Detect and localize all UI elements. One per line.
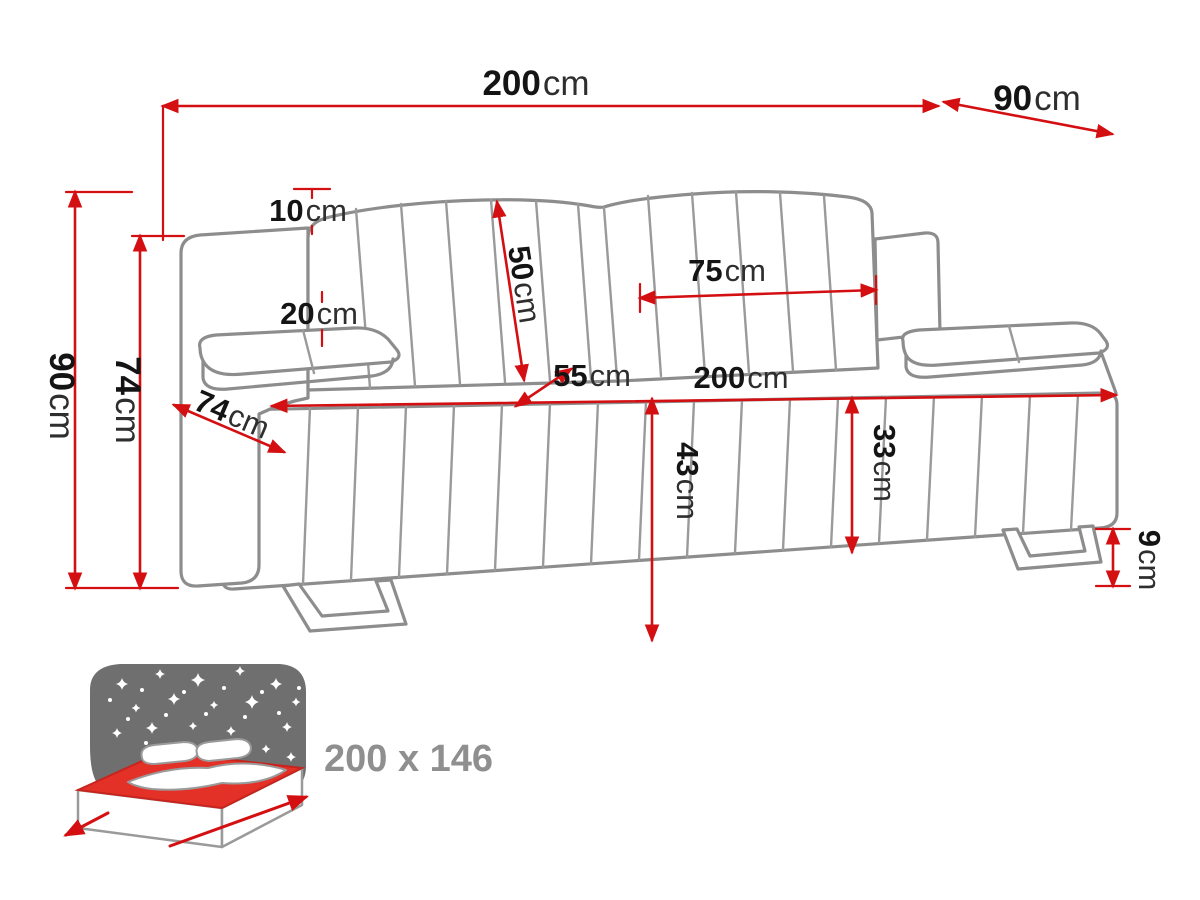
dim-arm-cushion-thickness: 20cm <box>280 290 358 348</box>
base-channel-lines <box>301 392 1080 586</box>
dim-overall-height: 90cm <box>42 189 180 591</box>
bed-icon <box>63 738 309 849</box>
bed-blanket <box>127 762 287 791</box>
dim-base-height: 43cm <box>644 396 705 643</box>
backrest-channel-lines <box>354 190 838 390</box>
sleeping-area-icon: 200 x 146 <box>63 664 493 849</box>
dim-leg-height-label: 9cm <box>1132 530 1167 591</box>
dim-top-width: 200cm <box>160 64 941 242</box>
dim-leg-height: 9cm <box>1094 526 1167 591</box>
bed-depth-arrow <box>63 811 110 837</box>
dim-back-cushion-width-label: 75cm <box>688 253 766 288</box>
bed-pillow-left <box>140 741 199 765</box>
sofa-drawing <box>179 190 1119 633</box>
dim-backrest-cushion-height: 50cm <box>492 199 548 383</box>
dim-seat-depth-label: 55cm <box>553 358 631 393</box>
right-armrest-post <box>873 231 942 342</box>
right-armrest-cushion <box>901 321 1110 379</box>
bed-width-arrow <box>168 795 309 848</box>
dim-arm-height: 74cm <box>108 233 186 591</box>
dim-arm-cushion-thickness-label: 20cm <box>280 296 358 331</box>
dim-base-height-right: 33cm <box>844 395 902 555</box>
dim-back-gap-label: 10cm <box>269 193 347 228</box>
dim-base-height-label: 43cm <box>670 442 705 520</box>
dim-overall-height-label: 90cm <box>42 352 81 440</box>
left-metal-leg <box>281 578 408 633</box>
bed-pillow-right <box>195 738 252 762</box>
right-metal-leg <box>1001 524 1103 571</box>
dim-top-width-label: 200cm <box>482 64 589 103</box>
dim-top-depth-label: 90cm <box>993 79 1081 118</box>
dim-seat-width-label: 200cm <box>693 360 788 395</box>
right-armrest-side-edge <box>1099 350 1118 395</box>
stars-decoration <box>108 666 301 762</box>
dim-top-depth: 90cm <box>941 79 1115 139</box>
dim-arm-height-label: 74cm <box>108 356 147 444</box>
left-armrest-cushion <box>198 326 401 391</box>
dim-base-height-right-label: 33cm <box>867 424 902 502</box>
dim-backrest-cushion-height-label: 50cm <box>501 243 548 325</box>
sleeping-area-size-label: 200 x 146 <box>324 738 493 780</box>
dim-seat-depth: 55cm <box>513 358 631 408</box>
dim-seat-width: 200cm <box>269 360 1119 414</box>
dim-back-cushion-width: 75cm <box>637 253 879 314</box>
dim-back-gap: 10cm <box>269 187 347 236</box>
